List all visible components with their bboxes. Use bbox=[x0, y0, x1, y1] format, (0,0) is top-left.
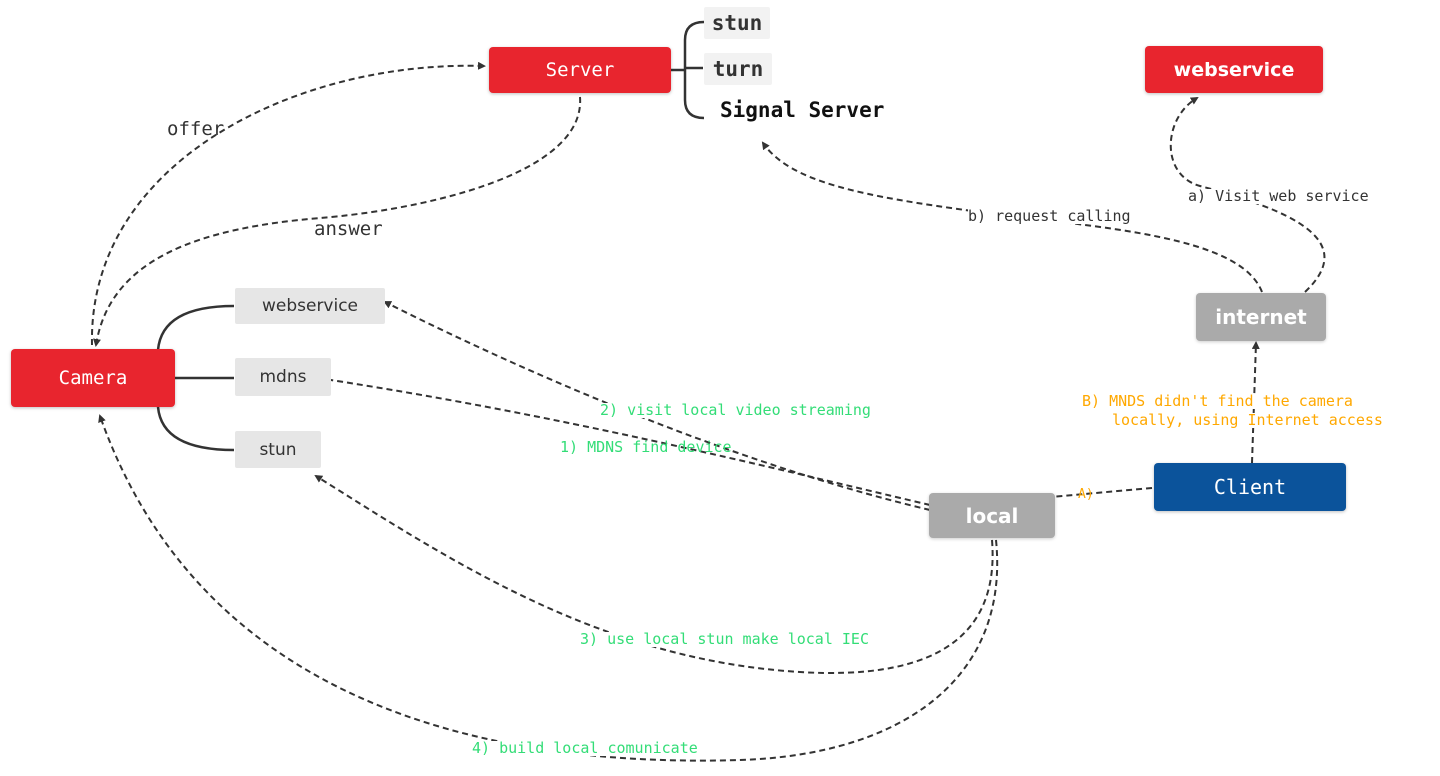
client-node: Client bbox=[1154, 463, 1346, 511]
edge-build-local bbox=[98, 414, 999, 762]
server-node: Server bbox=[489, 47, 671, 93]
local-stun-label: 3) use local stun make local IEC bbox=[580, 630, 869, 648]
stun-local-node: stun bbox=[235, 431, 321, 468]
internet-node: internet bbox=[1196, 293, 1326, 341]
edge-offer bbox=[90, 61, 486, 346]
request-calling-label: b) request calling bbox=[968, 207, 1131, 225]
a-marker-label: A) bbox=[1078, 487, 1094, 502]
server-component-bracket bbox=[670, 20, 705, 120]
server-component-turn: turn bbox=[704, 53, 772, 85]
answer-label: answer bbox=[314, 218, 383, 240]
camera-services-tree bbox=[156, 304, 235, 452]
edge-visit-local-streaming bbox=[383, 301, 931, 511]
mdns-find-label: 1) MDNS find device bbox=[560, 438, 732, 456]
camera-node: Camera bbox=[11, 349, 175, 407]
server-component-stun: stun bbox=[704, 7, 770, 39]
offer-label: offer bbox=[167, 118, 225, 140]
build-local-label: 4) build local comunicate bbox=[472, 739, 698, 757]
edge-answer bbox=[93, 96, 582, 347]
local-node: local bbox=[929, 493, 1055, 538]
webservice-local-node: webservice bbox=[235, 288, 385, 324]
edge-mdns-find bbox=[316, 374, 931, 506]
mdns-node: mdns bbox=[235, 358, 331, 396]
server-component-signal: Signal Server bbox=[720, 98, 885, 122]
mdns-fallback-label-line2: locally, using Internet access bbox=[1112, 411, 1383, 429]
webservice-remote-node: webservice bbox=[1145, 46, 1323, 93]
mdns-fallback-label-line1: B) MNDS didn't find the camera bbox=[1082, 392, 1353, 410]
visit-web-service-label: a) Visit web service bbox=[1188, 187, 1369, 205]
edge-local-stun bbox=[314, 474, 994, 674]
visit-local-streaming-label: 2) visit local video streaming bbox=[600, 401, 871, 419]
